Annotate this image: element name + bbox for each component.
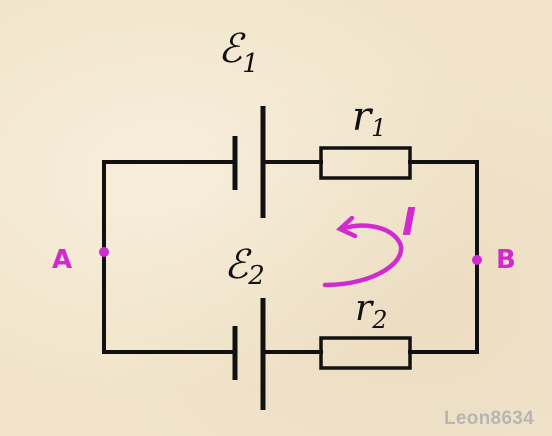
r1-symbol: r — [352, 94, 374, 140]
r1-subscript: 1 — [371, 114, 386, 142]
emf-2-symbol: ℰ — [224, 242, 252, 288]
emf-1-subscript: 1 — [242, 49, 259, 79]
resistor-1 — [319, 146, 412, 180]
node-a-label: A — [52, 245, 72, 275]
current-label: I — [402, 200, 416, 244]
current-arrow — [322, 215, 404, 288]
emf-1-label: ℰ1 — [218, 26, 259, 79]
emf-2-label: ℰ2 — [224, 242, 265, 291]
resistor-2 — [319, 336, 412, 370]
battery-2 — [232, 298, 266, 410]
r2-symbol: r — [355, 288, 374, 329]
emf-2-subscript: 2 — [247, 261, 265, 291]
emf-1-symbol: ℰ — [218, 26, 246, 72]
r2-label: r2 — [355, 288, 388, 334]
current-arrow-curve — [322, 223, 404, 288]
node-b-label: B — [496, 245, 516, 275]
battery-1 — [232, 106, 266, 218]
r2-subscript: 2 — [371, 306, 387, 334]
node-a-dot — [99, 247, 109, 257]
node-b-dot — [472, 255, 482, 265]
watermark: Leon8634 — [443, 408, 534, 429]
current-arrow-head — [335, 215, 358, 239]
wiring — [102, 160, 479, 354]
r1-label: r1 — [352, 94, 386, 142]
